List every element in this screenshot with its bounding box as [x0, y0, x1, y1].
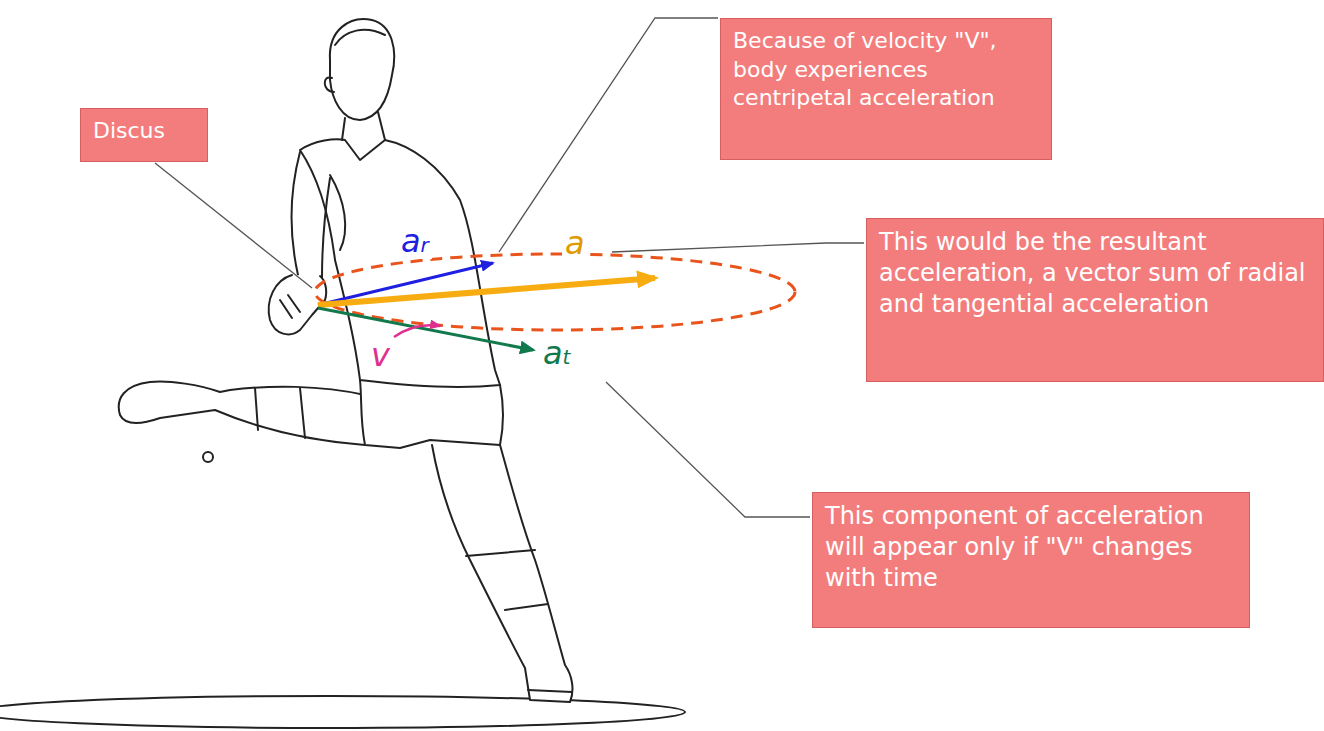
callout-box: This would be the resultant acceleration…: [866, 218, 1324, 382]
small-circle: [203, 452, 213, 462]
callout-text: Discus: [93, 117, 195, 146]
hair-ear: [325, 30, 385, 92]
callout-text: This component of acceleration will appe…: [825, 501, 1237, 595]
leader-line: [612, 243, 864, 252]
leader-line: [155, 163, 312, 288]
hand: [269, 275, 326, 334]
leader-line: [606, 382, 810, 517]
callout-box: This component of acceleration will appe…: [812, 492, 1250, 628]
resultant-arrow: [318, 278, 655, 305]
leg-lines: [255, 388, 305, 438]
callout-box: Because of velocity "V", body experience…: [720, 18, 1052, 160]
callout-text: This would be the resultant acceleration…: [879, 227, 1311, 321]
tangential-arrow: [318, 308, 533, 350]
vector-label: v: [368, 338, 393, 373]
leader-line: [499, 18, 718, 252]
front-leg: [432, 445, 572, 702]
throwing-circle: [0, 696, 685, 728]
armhole: [330, 175, 345, 250]
fingers: [280, 295, 300, 318]
callout-box: Discus: [80, 108, 208, 162]
arm: [291, 152, 330, 278]
velocity-arrow: [394, 325, 440, 337]
circular-path: [315, 254, 795, 330]
leg-lines: [466, 550, 572, 692]
vector-label: a: [562, 226, 588, 261]
vector-label: ar: [398, 224, 432, 259]
callout-text: Because of velocity "V", body experience…: [733, 27, 1039, 113]
vector-label: at: [540, 336, 573, 371]
back-leg: [119, 382, 365, 445]
shorts: [360, 380, 503, 448]
athlete-figure: [0, 19, 685, 728]
